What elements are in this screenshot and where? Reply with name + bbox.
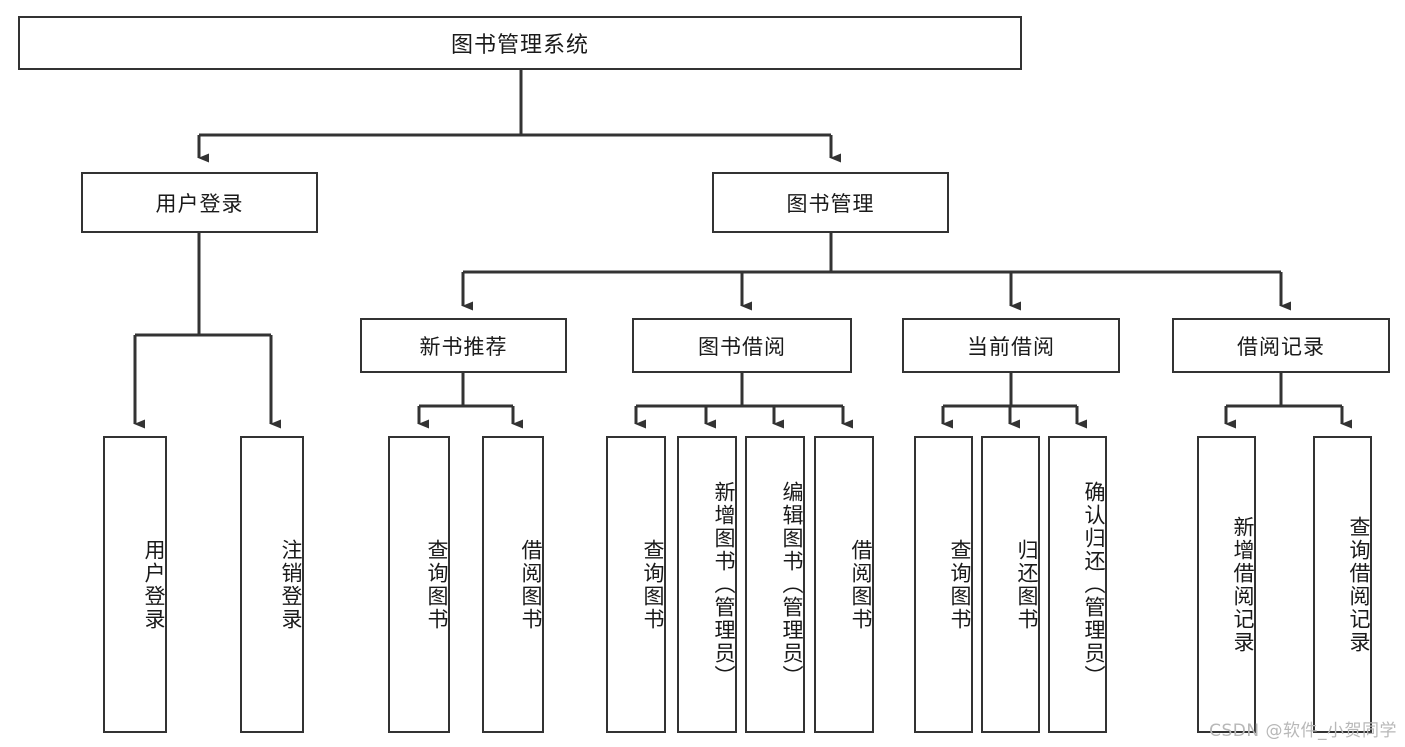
node-label: 注销登录 [279, 538, 303, 631]
node-book-management-system[interactable]: 图书管理系统 [18, 16, 1022, 70]
node-leaf-return-book[interactable]: 归还图书 [981, 436, 1040, 733]
csdn-watermark: CSDN @软件_小贺同学 [1209, 721, 1397, 741]
node-label: 用户登录 [155, 191, 244, 216]
node-label: 查询图书 [948, 538, 972, 631]
node-label: 查询图书 [425, 538, 449, 631]
node-new-book-recommend[interactable]: 新书推荐 [360, 318, 567, 373]
node-label: 新书推荐 [419, 334, 508, 359]
node-label: 查询借阅记录 [1347, 515, 1371, 654]
node-label: 借阅图书 [519, 538, 543, 631]
node-label: 图书管理系统 [450, 33, 589, 58]
node-leaf-query-book-3[interactable]: 查询图书 [914, 436, 973, 733]
node-label: 确认归还（管理员） [1082, 481, 1106, 688]
node-label: 借阅记录 [1237, 334, 1325, 359]
node-book-management[interactable]: 图书管理 [712, 172, 949, 233]
node-label: 编辑图书（管理员） [780, 481, 804, 688]
node-current-borrow[interactable]: 当前借阅 [902, 318, 1120, 373]
node-leaf-add-book[interactable]: 新增图书（管理员） [677, 436, 737, 733]
node-label: 当前借阅 [967, 334, 1055, 359]
node-user-login[interactable]: 用户登录 [81, 172, 318, 233]
node-leaf-query-record[interactable]: 查询借阅记录 [1313, 436, 1372, 733]
node-leaf-borrow-book-1[interactable]: 借阅图书 [482, 436, 544, 733]
node-leaf-user-login[interactable]: 用户登录 [103, 436, 167, 733]
node-leaf-edit-book[interactable]: 编辑图书（管理员） [745, 436, 805, 733]
node-borrow-record[interactable]: 借阅记录 [1172, 318, 1390, 373]
node-label: 用户登录 [142, 538, 166, 631]
node-label: 归还图书 [1015, 538, 1039, 631]
node-leaf-add-record[interactable]: 新增借阅记录 [1197, 436, 1256, 733]
node-leaf-confirm-return[interactable]: 确认归还（管理员） [1048, 436, 1107, 733]
node-label: 借阅图书 [849, 538, 873, 631]
node-label: 新增借阅记录 [1231, 515, 1255, 654]
node-label: 图书借阅 [698, 334, 786, 359]
node-label: 查询图书 [641, 538, 665, 631]
node-leaf-logout[interactable]: 注销登录 [240, 436, 304, 733]
node-leaf-borrow-book-2[interactable]: 借阅图书 [814, 436, 874, 733]
node-label: 新增图书（管理员） [712, 481, 736, 688]
node-leaf-query-book-1[interactable]: 查询图书 [388, 436, 450, 733]
node-book-borrow[interactable]: 图书借阅 [632, 318, 852, 373]
node-label: 图书管理 [786, 191, 875, 216]
node-leaf-query-book-2[interactable]: 查询图书 [606, 436, 666, 733]
